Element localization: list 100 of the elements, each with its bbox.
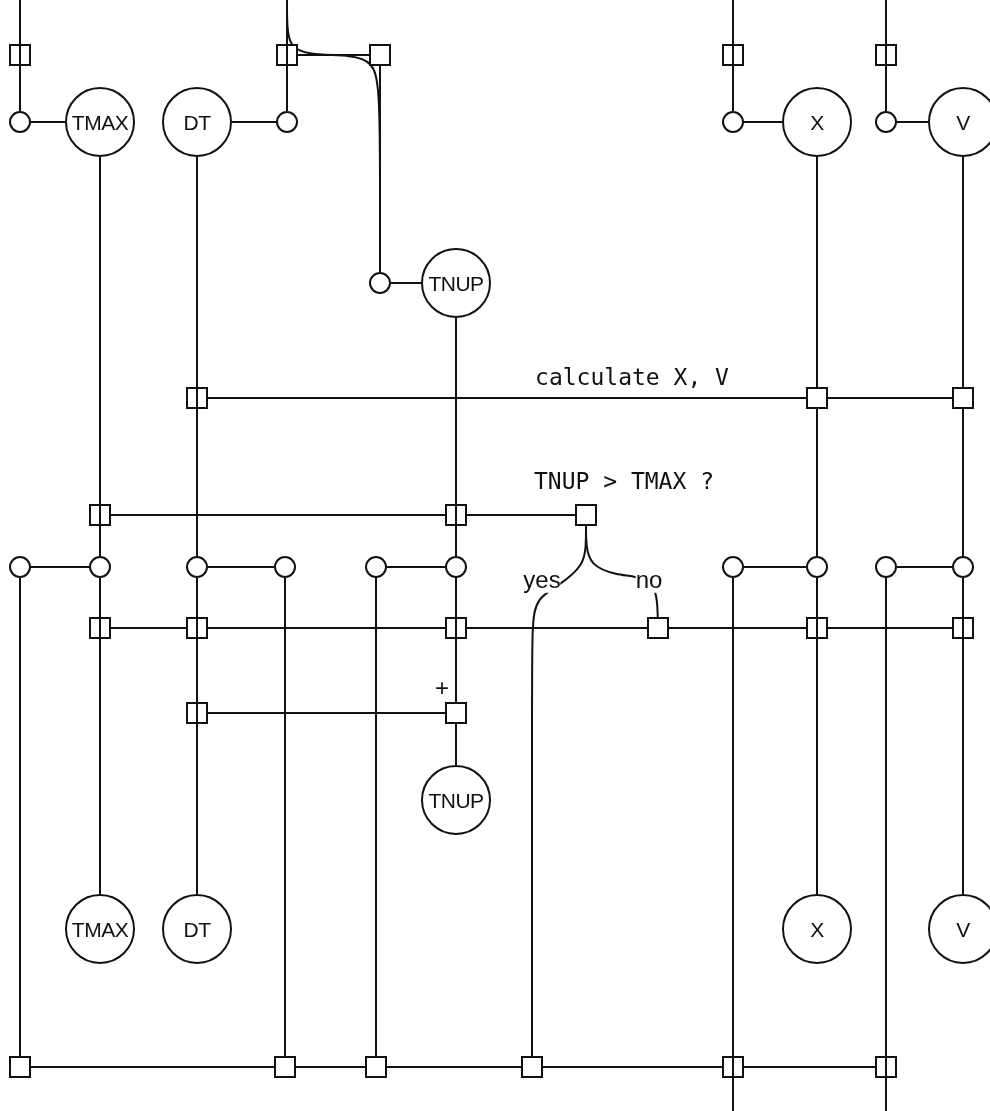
connector-line [816,408,818,557]
transition-square [9,44,31,66]
connector-line [231,121,277,123]
connector-line [885,577,887,1057]
connector-line [375,577,377,1057]
connector-line [743,1066,876,1068]
connector-line [30,121,66,123]
connector-line [207,627,446,629]
transition-square [274,1056,296,1078]
transition-square [186,387,208,409]
connector-line [962,577,964,618]
connector-line [455,317,457,505]
connector-line [827,627,953,629]
place-circle [875,111,897,133]
connector-line [962,156,964,388]
connector-line [732,65,734,112]
transition-square [647,617,669,639]
connector-line [732,577,734,1057]
transition-square [952,387,974,409]
transition-square [875,1056,897,1078]
connector-line [732,1077,734,1111]
connector-line [816,638,818,895]
connector-line [207,712,446,714]
connector-line [390,282,422,284]
connector-line [896,566,953,568]
transition-square [365,1056,387,1078]
node-label: V [956,918,970,940]
place-circle [276,111,298,133]
variable-circle [928,894,990,964]
transition-square [369,44,391,66]
connector-line [196,723,198,895]
transition-square [186,702,208,724]
connector-line [885,0,887,45]
place-circle [806,556,828,578]
plus-sign: + [435,674,449,702]
connector-line [99,638,101,895]
node-label: TMAX [71,918,129,940]
place-circle [445,556,467,578]
transition-square [806,617,828,639]
transition-square [575,504,597,526]
transition-square [445,702,467,724]
connector-line [962,638,964,895]
node-label: DT [183,111,211,133]
node-label: TNUP [428,272,484,294]
transition-square [276,44,298,66]
connector-line [466,627,648,629]
connector-line [455,638,457,703]
connector-line [110,514,446,516]
connector-line [286,65,288,112]
connector-line [19,577,21,1057]
connector-line [19,0,21,45]
transition-square [445,504,467,526]
connector-line [816,156,818,388]
connector-line [743,121,783,123]
transition-square [875,44,897,66]
connector-line [466,514,576,516]
connector-line [30,1066,275,1068]
connector-line [455,577,457,618]
connector-line [455,723,457,766]
place-circle [722,556,744,578]
transition-square [722,44,744,66]
connector-line [827,397,953,399]
connector-line [668,627,807,629]
connector-line [30,566,90,568]
connector-line [455,525,457,557]
place-circle [875,556,897,578]
transition-square [521,1056,543,1078]
transition-square [89,617,111,639]
place-circle [369,272,391,294]
connector-line [386,566,446,568]
connector-line [962,408,964,557]
node-label: X [810,918,824,940]
connector-line [885,1077,887,1111]
connector-line [19,65,21,112]
connector-line [284,577,286,1057]
connector-line [295,1066,366,1068]
place-circle [274,556,296,578]
node-label: V [956,111,970,133]
place-circle [952,556,974,578]
transition-square [9,1056,31,1078]
node-label: DT [183,918,211,940]
node-label: TMAX [71,111,129,133]
place-circle [89,556,111,578]
connector-line [542,1066,723,1068]
place-circle [722,111,744,133]
connector-line [743,566,807,568]
connector-line [196,408,198,557]
node-label: X [810,111,824,133]
connector-line [196,156,198,388]
variable-circle [928,87,990,157]
connector-line [885,65,887,112]
place-circle [9,556,31,578]
connector-line [732,0,734,45]
transition-square [722,1056,744,1078]
connector-line [297,54,370,56]
connector-line [379,65,381,273]
connector-line [99,156,101,505]
connector-line [386,1066,522,1068]
transition-square [806,387,828,409]
connector-line [196,638,198,703]
